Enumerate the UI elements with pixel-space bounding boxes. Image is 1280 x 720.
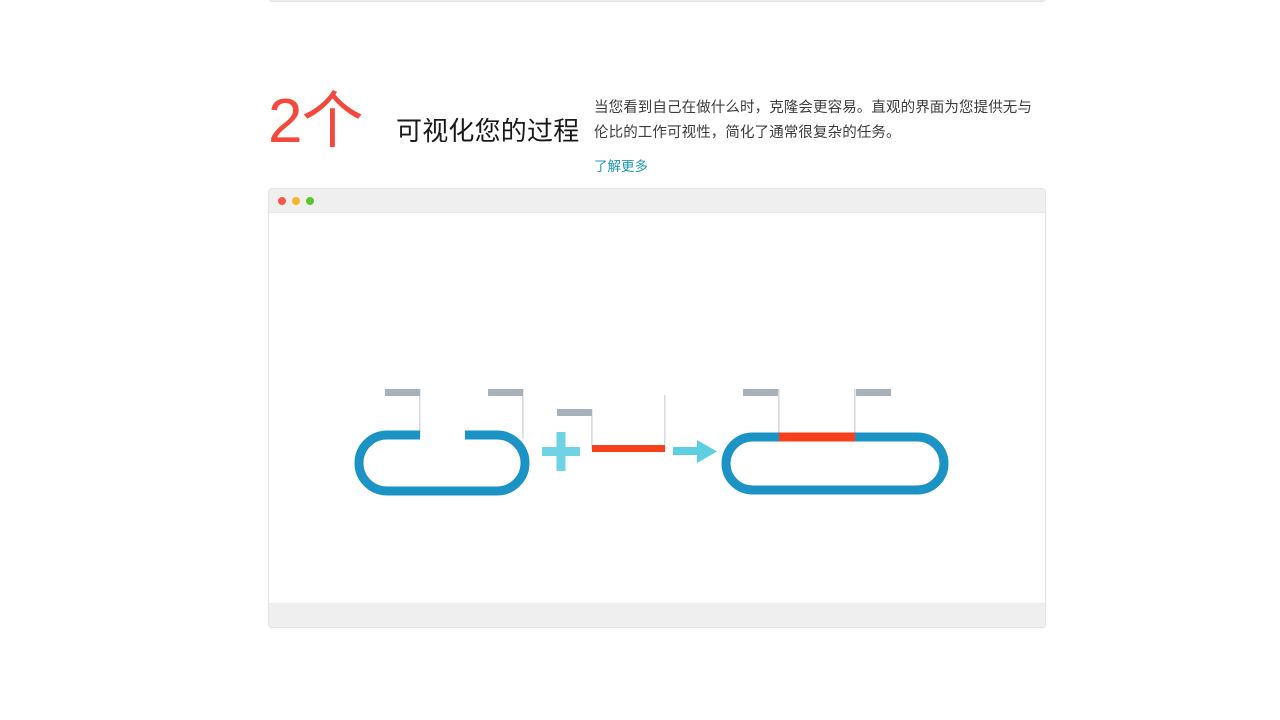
recombinant-plasmid-backbone [721, 432, 949, 495]
dna-insert-fragment [592, 445, 665, 452]
linearized-vector-backbone [354, 430, 530, 496]
feature-copy: 当您看到自己在做什么时，克隆会更容易。直观的界面为您提供无与伦比的工作可视性，简… [586, 84, 1046, 176]
learn-more-link[interactable]: 了解更多 [594, 159, 648, 174]
minimize-icon[interactable] [292, 196, 300, 205]
page-title: 可视化您的过程 [396, 115, 580, 146]
integrated-insert-segment [779, 432, 855, 442]
arrow-right-icon [673, 440, 717, 463]
cloning-diagram [269, 213, 1045, 603]
maximize-icon[interactable] [306, 196, 314, 205]
browser-mockup [268, 188, 1046, 628]
browser-footer [269, 603, 1045, 627]
step-number: 2个 [268, 87, 363, 156]
browser-titlebar [269, 189, 1045, 213]
close-icon[interactable] [278, 196, 286, 205]
feature-row: 2个 可视化您的过程 当您看到自己在做什么时，克隆会更容易。直观的界面为您提供无… [268, 84, 1046, 176]
vector-feature-ticks [419, 389, 524, 438]
plus-operator-icon [542, 432, 580, 471]
cloning-diagram-svg [354, 389, 949, 496]
recombinant-feature-ticks [778, 389, 856, 436]
feature-description: 当您看到自己在做什么时，克隆会更容易。直观的界面为您提供无与伦比的工作可视性，简… [594, 100, 1032, 141]
insert-feature-ticks [591, 395, 666, 449]
vector-feature-labels [385, 389, 523, 396]
insert-feature-labels [557, 409, 592, 416]
previous-section-window-edge [268, 0, 1046, 2]
browser-content-area [269, 213, 1045, 603]
recombinant-feature-labels [743, 389, 891, 396]
